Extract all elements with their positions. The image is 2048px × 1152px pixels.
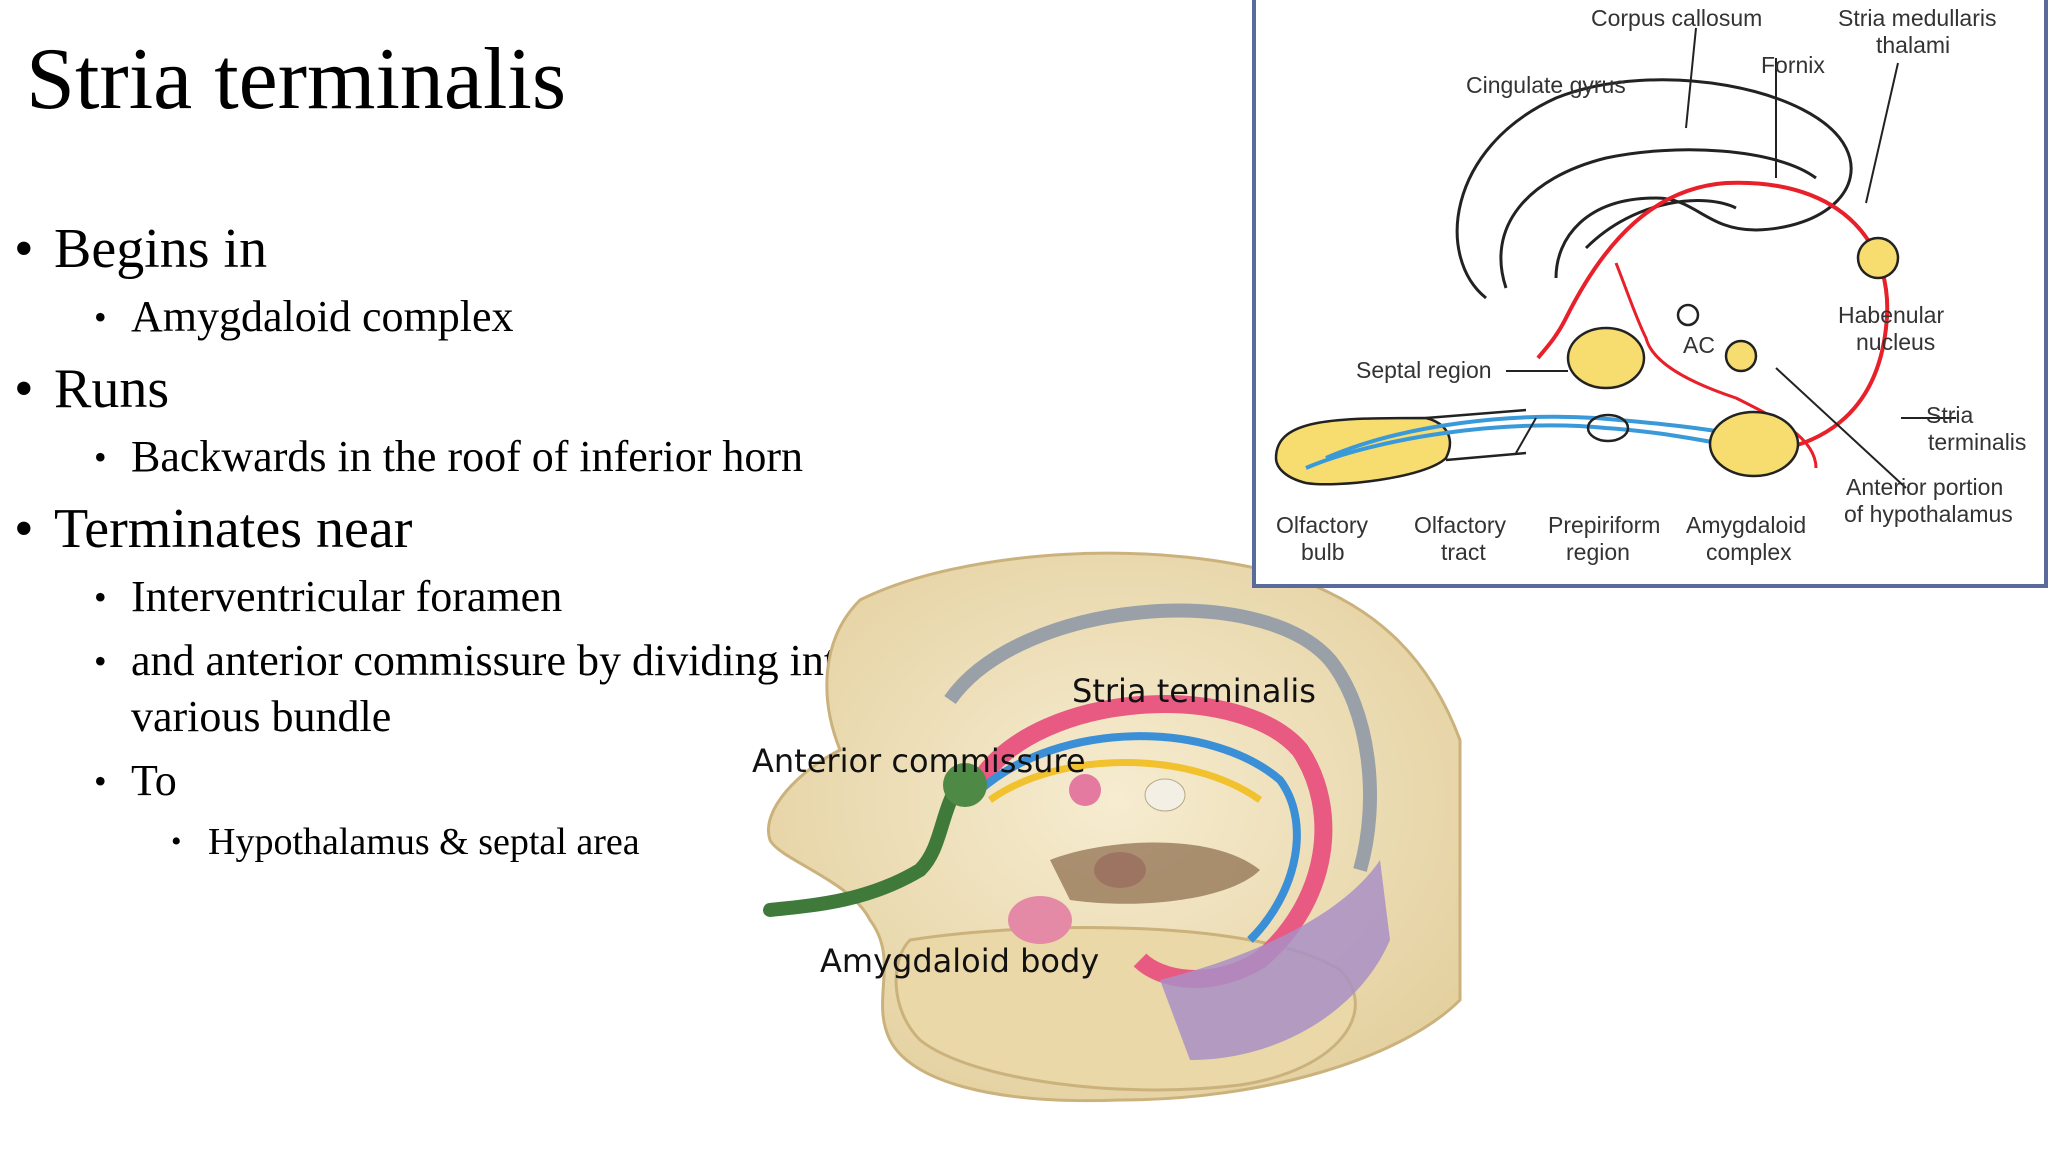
habenular-circle <box>1856 236 1900 280</box>
amygdaloid-complex <box>1708 410 1800 478</box>
prepiriform-circle <box>1586 413 1630 443</box>
bullet-begins-in: Begins in <box>14 217 874 281</box>
inset-label-hypothalamus: of hypothalamus <box>1844 501 2013 527</box>
ac-circle <box>1676 303 1700 327</box>
inset-label-fornix: Fornix <box>1761 52 1825 78</box>
inset-label-stria-terminalis-1: Stria <box>1926 402 1974 428</box>
label-stria-terminalis: Stria terminalis <box>1072 672 1316 710</box>
inset-label-olfactory-bulb-2: bulb <box>1301 539 1344 565</box>
inset-label-prepiriform-1: Prepiriform <box>1548 512 1660 538</box>
bullet-list: Begins in Amygdaloid complex Runs Backwa… <box>14 205 874 867</box>
inset-label-olfactory-tract-1: Olfactory <box>1414 512 1507 538</box>
inset-label-stria-medullaris-1: Stria medullaris <box>1838 5 1997 31</box>
inset-label-stria-medullaris-2: thalami <box>1876 32 1950 58</box>
label-amygdaloid-body: Amygdaloid body <box>820 942 1100 980</box>
inset-label-corpus-callosum: Corpus callosum <box>1591 5 1762 31</box>
bullet-terminates: Terminates near <box>14 497 874 561</box>
sub-bullet-backwards: Backwards in the roof of inferior horn <box>14 429 874 485</box>
inset-label-prepiriform-2: region <box>1566 539 1630 565</box>
bullet-runs: Runs <box>14 357 874 421</box>
inset-label-olfactory-bulb-1: Olfactory <box>1276 512 1369 538</box>
red-stria-path <box>1536 180 1890 455</box>
inset-label-ac: AC <box>1683 332 1715 358</box>
sub-bullet-amygdaloid: Amygdaloid complex <box>14 289 874 345</box>
inset-label-amygdaloid-1: Amygdaloid <box>1686 512 1806 538</box>
septal-nucleus <box>1566 326 1646 390</box>
inset-label-habenular-2: nucleus <box>1856 329 1935 355</box>
sub-bullet-to: To <box>14 753 874 809</box>
sub-bullet-commissure: and anterior commissure by dividing into… <box>14 633 874 745</box>
slide-title: Stria terminalis <box>26 31 567 128</box>
inset-label-olfactory-tract-2: tract <box>1441 539 1486 565</box>
olfactory-tract <box>763 783 962 917</box>
inset-diagram: Corpus callosum Stria medullaris thalami… <box>1252 0 2048 588</box>
inset-label-amygdaloid-2: complex <box>1706 539 1792 565</box>
label-anterior-commissure: Anterior commissure <box>752 742 1086 780</box>
brain-illustration <box>763 551 1462 1103</box>
sub-sub-bullet-hypothalamus: Hypothalamus & septal area <box>14 817 874 867</box>
olfactory-bulb <box>1274 416 1452 486</box>
inset-label-anterior-portion: Anterior portion <box>1846 474 2003 500</box>
corpus-callosum <box>944 603 1377 872</box>
inset-svg: Corpus callosum Stria medullaris thalami… <box>1274 5 2026 565</box>
inset-label-stria-terminalis-2: terminalis <box>1928 429 2026 455</box>
inset-label-cingulate-gyrus: Cingulate gyrus <box>1466 72 1626 98</box>
inset-label-habenular-1: Habenular <box>1838 302 1944 328</box>
sub-bullet-foramen: Interventricular foramen <box>14 569 874 625</box>
inset-label-septal-region: Septal region <box>1356 357 1492 383</box>
